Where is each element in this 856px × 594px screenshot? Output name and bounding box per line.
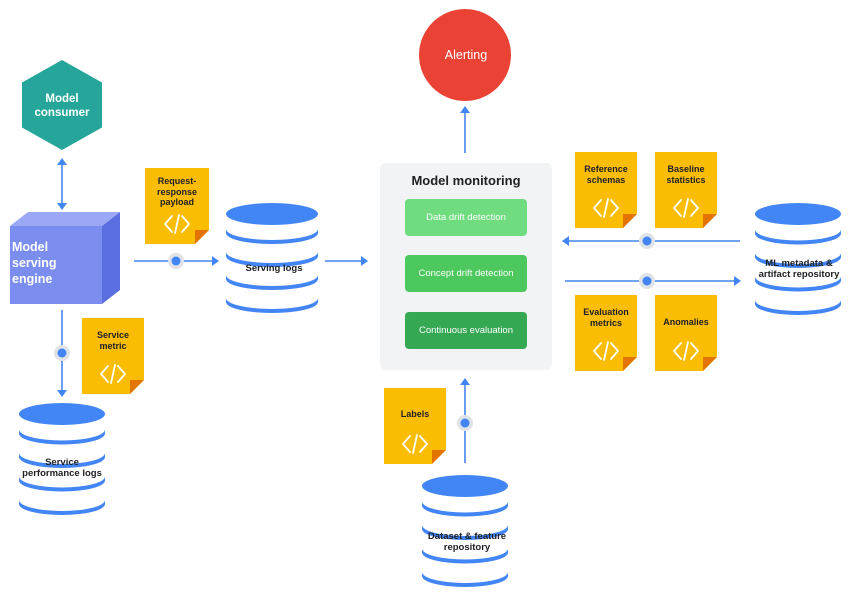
model-monitoring-title: Model monitoring bbox=[411, 172, 521, 188]
ml-metadata-cylinder bbox=[755, 203, 841, 315]
labels-label: Labels bbox=[400, 409, 430, 419]
serving-logs-arrow-icon bbox=[212, 256, 219, 266]
code-icon bbox=[673, 198, 699, 218]
dataset-repository-cylinder-lid bbox=[422, 475, 508, 497]
request-response-payload-label: Request- response payload bbox=[156, 176, 198, 207]
consumer-arrow-icon bbox=[57, 158, 67, 165]
alerting-arrow-icon bbox=[460, 106, 470, 113]
serving-logs-label: Serving logs bbox=[245, 262, 303, 274]
evaluation-metrics-label: Evaluation metrics bbox=[583, 307, 629, 328]
service-metric-doc-fold bbox=[130, 380, 144, 394]
perf-logs-arrow-icon bbox=[57, 390, 67, 397]
reference-schemas-doc bbox=[575, 152, 637, 228]
dataset-repository-cylinder-band-inner bbox=[422, 509, 508, 536]
engine-top-arrow-icon bbox=[57, 203, 67, 210]
ml-metadata-cylinder-band-inner bbox=[755, 237, 841, 264]
model-serving-engine-label: Model serving engine bbox=[12, 240, 57, 286]
code-icon bbox=[164, 214, 190, 234]
concept-drift-detection-pill bbox=[405, 255, 527, 292]
service-metric-label: Service metric bbox=[96, 330, 130, 351]
service-performance-logs-cylinder-band-inner bbox=[19, 437, 105, 464]
baseline-statistics-doc-sheet bbox=[655, 152, 717, 228]
service-metric-doc bbox=[82, 318, 144, 394]
service-metric-doc-sheet bbox=[82, 318, 144, 394]
code-icon bbox=[402, 434, 428, 454]
engine-cube-top bbox=[10, 212, 120, 226]
service-performance-logs-cylinder-lid bbox=[19, 403, 105, 425]
baseline-statistics-doc bbox=[655, 152, 717, 228]
engine-cube-side bbox=[102, 212, 120, 304]
alerting-label: Alerting bbox=[444, 48, 488, 62]
service-metric-node-dot bbox=[57, 348, 67, 358]
code-icon bbox=[100, 364, 126, 384]
request-response-payload-doc-fold bbox=[195, 230, 209, 244]
continuous-evaluation-pill bbox=[405, 312, 527, 349]
monitoring-in-arrow-icon bbox=[361, 256, 368, 266]
dataset-repository-label: Dataset & feature repository bbox=[427, 531, 507, 553]
ml-metadata-label: ML metadata & artifact repository bbox=[758, 258, 840, 280]
monitoring-left-arrow-icon bbox=[562, 236, 569, 246]
anomalies-doc-fold bbox=[703, 357, 717, 371]
data-drift-detection-pill bbox=[405, 199, 527, 236]
anomalies-label: Anomalies bbox=[663, 317, 709, 327]
serving-logs-cylinder-band-inner bbox=[226, 260, 318, 286]
dataset-repository-cylinder-band-inner bbox=[422, 556, 508, 583]
labels-doc bbox=[384, 388, 446, 464]
code-icon bbox=[673, 341, 699, 361]
model-serving-engine-cube bbox=[10, 226, 102, 304]
baseline-statistics-label: Baseline statistics bbox=[666, 164, 706, 185]
reference-schemas-doc-sheet bbox=[575, 152, 637, 228]
model-consumer-label: Model consumer bbox=[34, 93, 90, 119]
service-performance-logs-cylinder bbox=[19, 403, 105, 515]
alerting-circle bbox=[419, 9, 511, 101]
concept-drift-detection-label: Concept drift detection bbox=[418, 268, 514, 279]
service-performance-logs-label: Service performance logs bbox=[22, 457, 102, 479]
evaluation-metrics-doc bbox=[575, 295, 637, 371]
metadata-arrow-icon bbox=[734, 276, 741, 286]
evaluation-node-dot bbox=[642, 276, 652, 286]
evaluation-metrics-doc-sheet bbox=[575, 295, 637, 371]
dataset-repository-cylinder-band-inner bbox=[422, 533, 508, 560]
ml-metadata-cylinder-lid bbox=[755, 203, 841, 225]
labels-doc-fold bbox=[432, 450, 446, 464]
serving-logs-cylinder-lid bbox=[226, 203, 318, 225]
request-response-payload-doc-sheet bbox=[145, 168, 209, 244]
evaluation-metrics-doc-fold bbox=[623, 357, 637, 371]
ml-metadata-cylinder-band-inner bbox=[755, 284, 841, 311]
model-consumer-hexagon bbox=[22, 60, 102, 150]
continuous-evaluation-label: Continuous evaluation bbox=[418, 325, 513, 336]
labels-node-dot bbox=[460, 418, 470, 428]
baseline-statistics-doc-fold bbox=[703, 214, 717, 228]
code-icon bbox=[593, 341, 619, 361]
reference-schemas-doc-fold bbox=[623, 214, 637, 228]
service-performance-logs-cylinder-band-inner bbox=[19, 484, 105, 511]
request-response-payload-doc bbox=[145, 168, 209, 244]
reference-schemas-label: Reference schemas bbox=[584, 164, 628, 185]
dataset-repository-cylinder bbox=[422, 475, 508, 587]
reference-node-dot bbox=[642, 236, 652, 246]
data-drift-detection-label: Data drift detection bbox=[426, 212, 506, 223]
serving-logs-cylinder-band-inner bbox=[226, 283, 318, 309]
payload-node-dot bbox=[171, 256, 181, 266]
serving-logs-cylinder bbox=[226, 203, 318, 313]
ml-metadata-cylinder-band-inner bbox=[755, 261, 841, 288]
code-icon bbox=[593, 198, 619, 218]
anomalies-doc bbox=[655, 295, 717, 371]
labels-doc-sheet bbox=[384, 388, 446, 464]
dataset-up-arrow-icon bbox=[460, 378, 470, 385]
serving-logs-cylinder-band-inner bbox=[226, 237, 318, 263]
anomalies-doc-sheet bbox=[655, 295, 717, 371]
service-performance-logs-cylinder-band-inner bbox=[19, 461, 105, 488]
